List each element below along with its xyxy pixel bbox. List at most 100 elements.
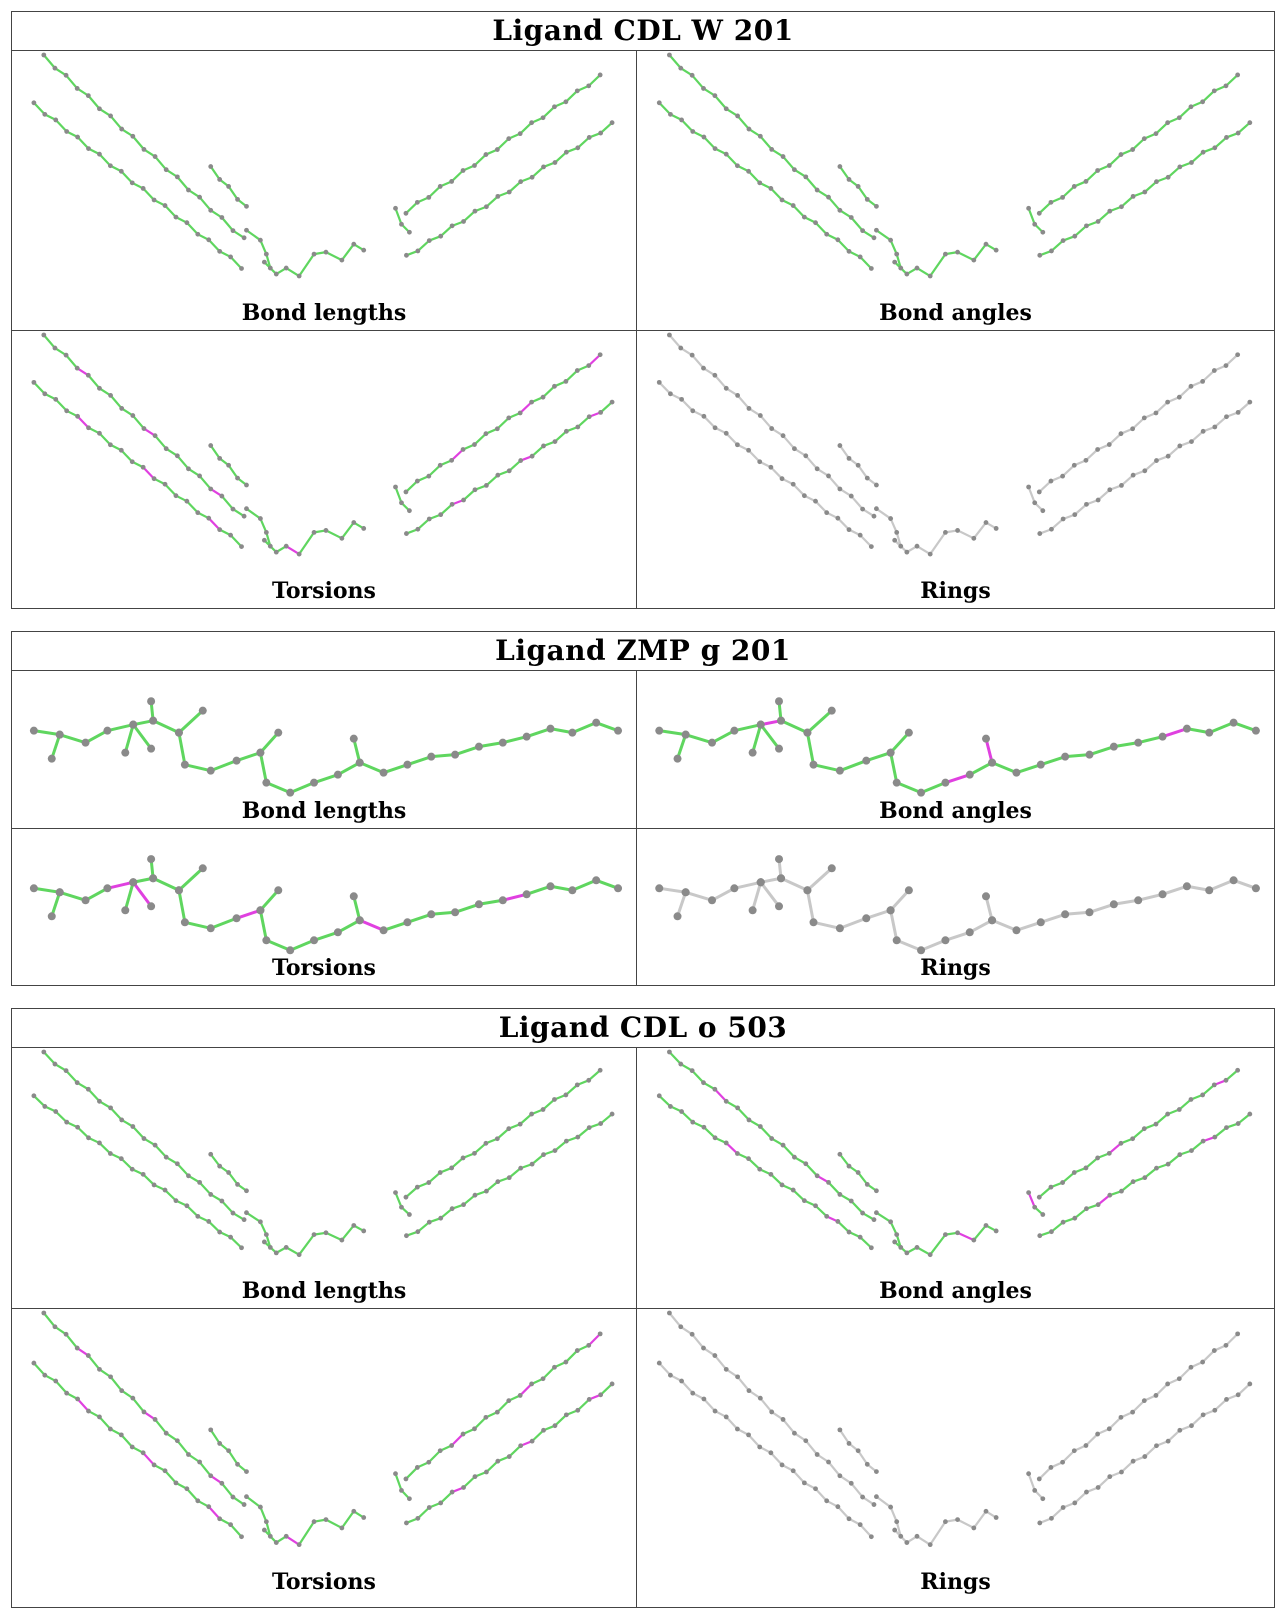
bond <box>1190 151 1204 164</box>
atom <box>1107 1192 1113 1198</box>
bond <box>865 908 892 920</box>
atom <box>892 537 898 543</box>
atom <box>768 1450 774 1456</box>
bond <box>1085 1157 1099 1169</box>
cell-label: Bond angles <box>879 1278 1032 1304</box>
atom <box>1153 410 1159 416</box>
bond <box>676 891 688 917</box>
atom <box>107 163 113 169</box>
atom <box>673 754 682 763</box>
atom <box>1177 443 1183 449</box>
atom <box>107 1151 113 1156</box>
atom <box>1085 750 1094 759</box>
atom <box>1212 145 1218 151</box>
bond <box>747 170 761 184</box>
bond <box>792 1189 806 1202</box>
atom <box>983 241 989 247</box>
atom <box>186 1452 191 1457</box>
bond <box>685 890 713 902</box>
atom <box>173 214 179 220</box>
bond <box>813 920 841 930</box>
atom <box>219 1198 225 1204</box>
atom <box>184 1203 190 1209</box>
atom <box>734 1151 740 1156</box>
atom <box>586 1397 592 1402</box>
atom <box>874 1469 879 1475</box>
bond <box>676 734 688 760</box>
bond <box>473 432 487 446</box>
bond <box>736 1107 750 1121</box>
bond <box>889 1506 898 1523</box>
atom <box>846 1441 852 1446</box>
atom <box>1083 1165 1089 1171</box>
atom <box>152 433 158 439</box>
atom <box>701 1080 706 1086</box>
atom <box>1200 1412 1206 1418</box>
atom <box>495 472 501 478</box>
atom <box>426 1505 432 1510</box>
atom <box>162 1468 168 1474</box>
row-divider <box>12 828 1274 829</box>
atom <box>118 168 124 174</box>
atom <box>42 1104 48 1109</box>
atom <box>597 352 603 358</box>
bond <box>850 1200 864 1214</box>
bond <box>957 1231 975 1242</box>
bond <box>691 74 705 90</box>
bond <box>837 517 850 531</box>
atom <box>152 1142 158 1148</box>
atom <box>757 1166 763 1172</box>
atom <box>273 271 279 277</box>
bond <box>542 385 556 398</box>
atom <box>1107 208 1113 214</box>
bond <box>554 1140 568 1152</box>
atom <box>129 1444 135 1450</box>
bond <box>944 930 971 942</box>
atom <box>311 1519 317 1525</box>
bond <box>587 353 601 367</box>
atom <box>311 1232 317 1238</box>
atom <box>735 113 740 119</box>
atom <box>735 1374 740 1380</box>
atom <box>855 1170 861 1175</box>
bond <box>875 1211 892 1223</box>
atom <box>667 332 672 338</box>
atom <box>1060 1505 1066 1510</box>
bond <box>658 1362 672 1376</box>
atom <box>824 1213 830 1219</box>
atom <box>1085 908 1094 917</box>
atom <box>333 928 342 937</box>
bond <box>164 204 177 218</box>
atom <box>119 1117 125 1123</box>
atom <box>47 754 56 763</box>
bond <box>838 1429 850 1445</box>
atom <box>826 473 831 479</box>
atom <box>162 1187 168 1193</box>
atom <box>775 855 783 864</box>
atom <box>746 1117 752 1123</box>
atom <box>1176 115 1182 121</box>
bond <box>186 221 199 235</box>
bond <box>120 449 134 463</box>
bond <box>43 1051 56 1065</box>
atom <box>52 345 58 351</box>
atom <box>31 379 37 385</box>
bond <box>152 719 180 735</box>
bond <box>519 1383 533 1397</box>
bond <box>198 1461 212 1477</box>
atom <box>1109 742 1118 751</box>
bond <box>439 225 453 238</box>
cell-label: Bond angles <box>879 798 1032 824</box>
atom <box>147 744 156 753</box>
atom <box>379 926 388 935</box>
atom <box>814 1452 820 1457</box>
atom <box>404 1233 409 1239</box>
atom <box>29 726 38 735</box>
atom <box>540 394 546 400</box>
atom <box>379 768 388 777</box>
atom <box>206 766 215 775</box>
atom <box>63 352 69 358</box>
bond <box>859 534 873 548</box>
bond <box>577 136 590 149</box>
atom <box>472 1150 477 1156</box>
